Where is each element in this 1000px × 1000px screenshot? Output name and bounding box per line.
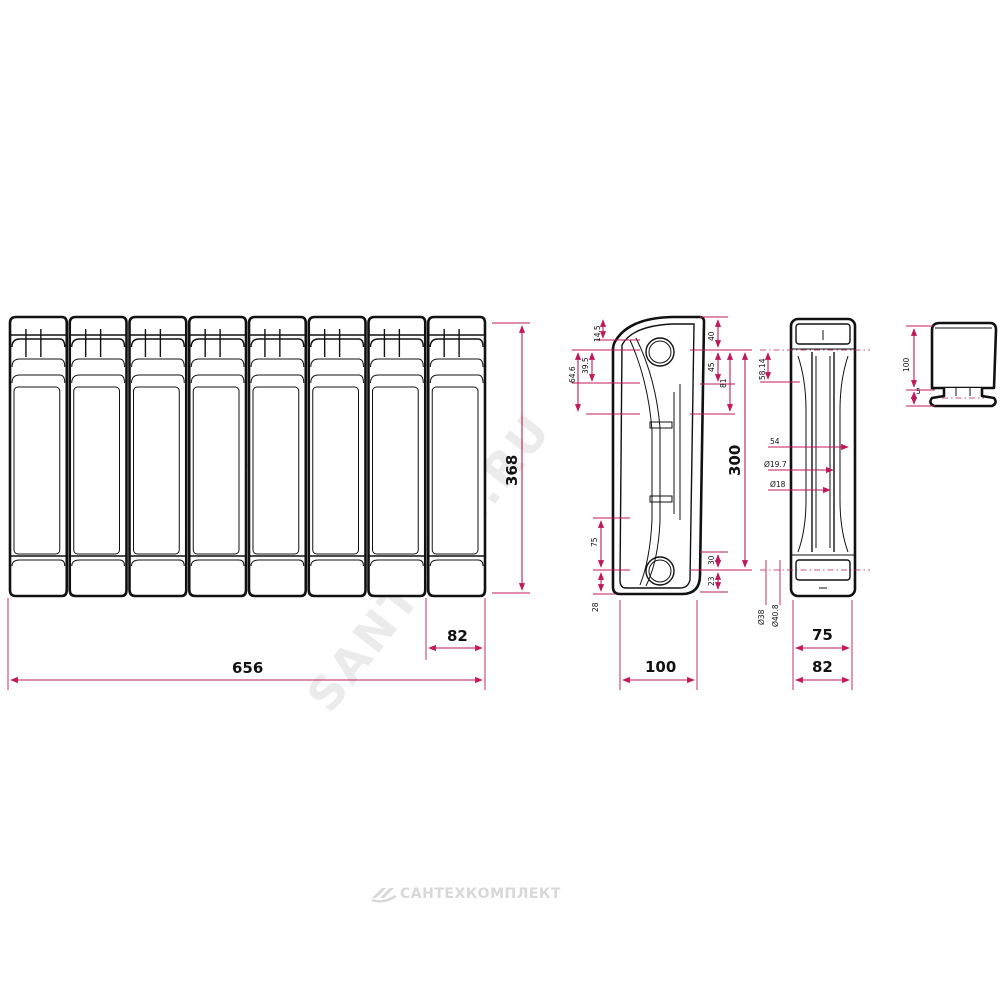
radiator-section bbox=[307, 315, 367, 598]
section-view bbox=[789, 317, 857, 598]
dim-58-14-label: 58.14 bbox=[758, 358, 767, 380]
dim-14-5-label: 14.5 bbox=[593, 325, 602, 342]
brand-logo-icon bbox=[371, 888, 397, 903]
section-dimensions: 58.14 54 Ø19.7 Ø18 Ø38 Ø40.8 75 82 bbox=[757, 349, 870, 690]
brand: САНТЕХКОМПЛЕКТ bbox=[371, 886, 561, 903]
dim-5-top-label: 5 bbox=[916, 387, 921, 396]
brand-name: САНТЕХКОМПЛЕКТ bbox=[400, 886, 561, 902]
dim-40-label: 40 bbox=[707, 331, 716, 341]
dim-81-label: 81 bbox=[719, 378, 728, 388]
dim-total-width-label: 656 bbox=[232, 659, 263, 677]
dim-height-label: 368 bbox=[503, 455, 521, 486]
dim-75-label: 75 bbox=[590, 537, 599, 547]
dim-100-top-label: 100 bbox=[902, 357, 911, 372]
dim-30-label: 30 bbox=[707, 555, 716, 565]
top-view bbox=[929, 321, 998, 408]
dim-23-label: 23 bbox=[707, 576, 716, 586]
dim-d40-8-label: Ø40.8 bbox=[771, 604, 780, 627]
side-view bbox=[611, 315, 706, 596]
top-profile bbox=[930, 321, 998, 390]
dim-75-section-label: 75 bbox=[812, 626, 833, 644]
dim-section-width-label: 82 bbox=[447, 627, 468, 645]
side-dimensions: 100 300 40 45 81 30 23 14.5 39.5 64.6 bbox=[568, 316, 752, 690]
front-dimensions: 368 82 656 bbox=[7, 322, 530, 690]
dim-d18-label: Ø18 bbox=[770, 480, 786, 489]
dim-39-5-label: 39.5 bbox=[581, 357, 590, 374]
radiator-section bbox=[128, 315, 188, 598]
top-dimensions: 100 5 bbox=[902, 325, 935, 407]
radiator-section bbox=[8, 315, 69, 598]
bottom-connection-port bbox=[645, 556, 675, 586]
dim-45-label: 45 bbox=[707, 362, 716, 372]
dim-28-label: 28 bbox=[591, 602, 600, 612]
section-body bbox=[789, 317, 857, 598]
dim-depth-label: 100 bbox=[645, 658, 676, 676]
dim-axis-distance-label: 300 bbox=[726, 445, 744, 476]
radiator-section bbox=[426, 315, 487, 598]
dim-d38-label: Ø38 bbox=[757, 609, 766, 625]
dim-64-6-label: 64.6 bbox=[568, 366, 577, 383]
radiator-section bbox=[247, 315, 308, 598]
dim-82-section-label: 82 bbox=[812, 658, 833, 676]
radiator-section bbox=[187, 315, 248, 598]
front-view bbox=[8, 315, 487, 598]
dim-d19-7-label: Ø19.7 bbox=[764, 460, 787, 469]
top-connection-port bbox=[645, 337, 675, 367]
dim-54-label: 54 bbox=[770, 437, 780, 446]
radiator-section bbox=[367, 315, 427, 598]
radiator-section bbox=[68, 315, 128, 598]
